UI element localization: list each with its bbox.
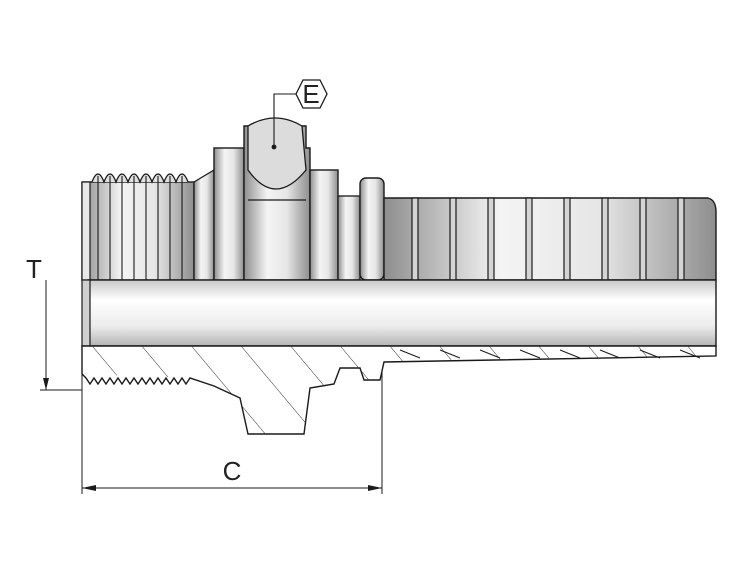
hex-nut bbox=[213, 117, 339, 281]
fitting-exterior bbox=[81, 117, 717, 281]
male-thread bbox=[81, 173, 195, 281]
hex-label: E bbox=[302, 79, 319, 109]
length-label: C bbox=[223, 456, 242, 486]
fitting-section bbox=[81, 345, 717, 435]
bore bbox=[87, 279, 717, 347]
thread-dimension bbox=[40, 280, 82, 391]
hex-callout bbox=[273, 79, 328, 147]
length-dimension bbox=[81, 370, 383, 494]
thread-label: T bbox=[26, 254, 42, 284]
hose-tail bbox=[383, 197, 717, 281]
